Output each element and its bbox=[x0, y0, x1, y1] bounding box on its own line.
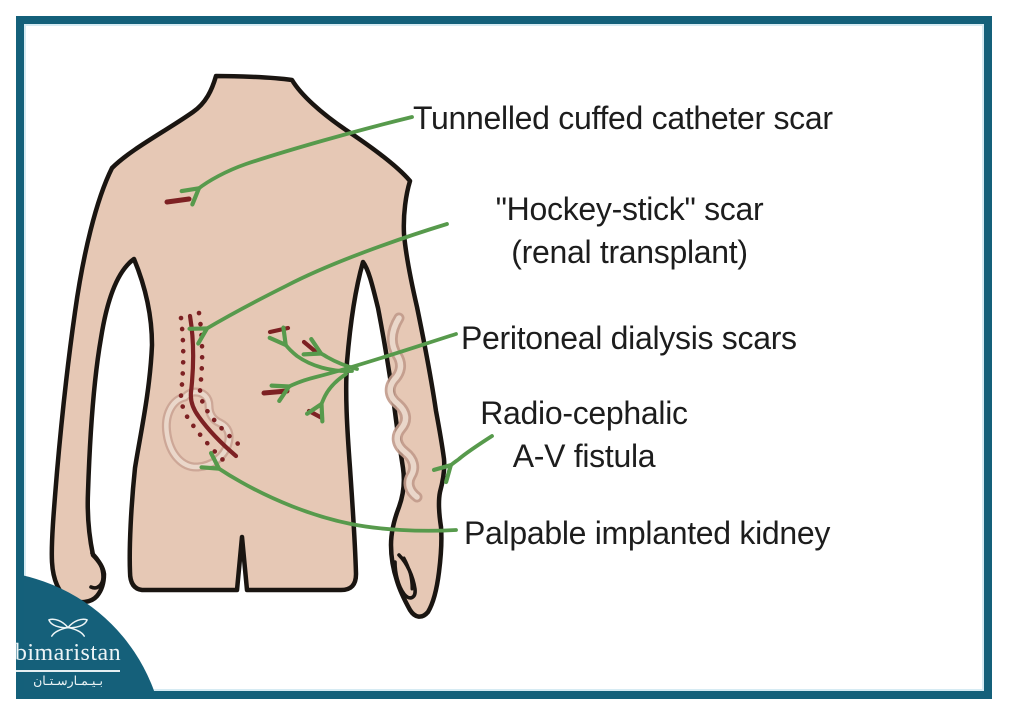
label-peritoneal-dialysis: Peritoneal dialysis scars bbox=[461, 320, 797, 356]
tunnelled-catheter-scar bbox=[164, 196, 192, 205]
right-finger-line bbox=[402, 556, 414, 591]
label-tunnelled-catheter: Tunnelled cuffed catheter scar bbox=[413, 100, 833, 136]
label-hockey-stick-line1: "Hockey-stick" scar bbox=[495, 191, 764, 227]
butterfly-leaves-icon bbox=[48, 618, 88, 637]
arrow-hockey-stick bbox=[187, 222, 449, 346]
logo: bimaristan بـيـمـارسـتـان bbox=[12, 616, 124, 689]
suture-dots-left bbox=[178, 315, 229, 466]
peritoneal-scar-3 bbox=[261, 388, 290, 396]
arrow-palpable-kidney bbox=[199, 450, 458, 533]
logo-divider bbox=[16, 670, 120, 673]
arrow-av-fistula bbox=[431, 434, 494, 485]
logo-arabic-name: بـيـمـارسـتـان bbox=[33, 674, 103, 689]
arrow-peritoneal-branch-mid bbox=[301, 336, 359, 371]
arrow-peritoneal-branch-upper bbox=[267, 325, 354, 373]
label-palpable-kidney: Palpable implanted kidney bbox=[464, 515, 831, 551]
arrow-tunnelled-catheter bbox=[179, 115, 414, 207]
arrow-peritoneal-main bbox=[269, 332, 458, 404]
label-hockey-stick: "Hockey-stick" scar (renal transplant) bbox=[437, 188, 822, 274]
label-av-fistula-line1: Radio-cephalic bbox=[480, 395, 688, 431]
kidney-outline-highlight bbox=[164, 389, 232, 470]
av-fistula-vein-highlight bbox=[387, 315, 420, 500]
label-av-fistula-line2: A-V fistula bbox=[512, 438, 656, 475]
label-hockey-stick-line2: (renal transplant) bbox=[511, 234, 748, 271]
hockey-stick-scar bbox=[187, 313, 239, 459]
logo-name: bimaristan bbox=[14, 640, 122, 666]
label-av-fistula: Radio-cephalic A-V fistula bbox=[434, 392, 734, 478]
body-outline bbox=[49, 73, 447, 619]
suture-dots-right bbox=[196, 310, 247, 452]
arrow-peritoneal-branch-lower bbox=[304, 372, 348, 424]
